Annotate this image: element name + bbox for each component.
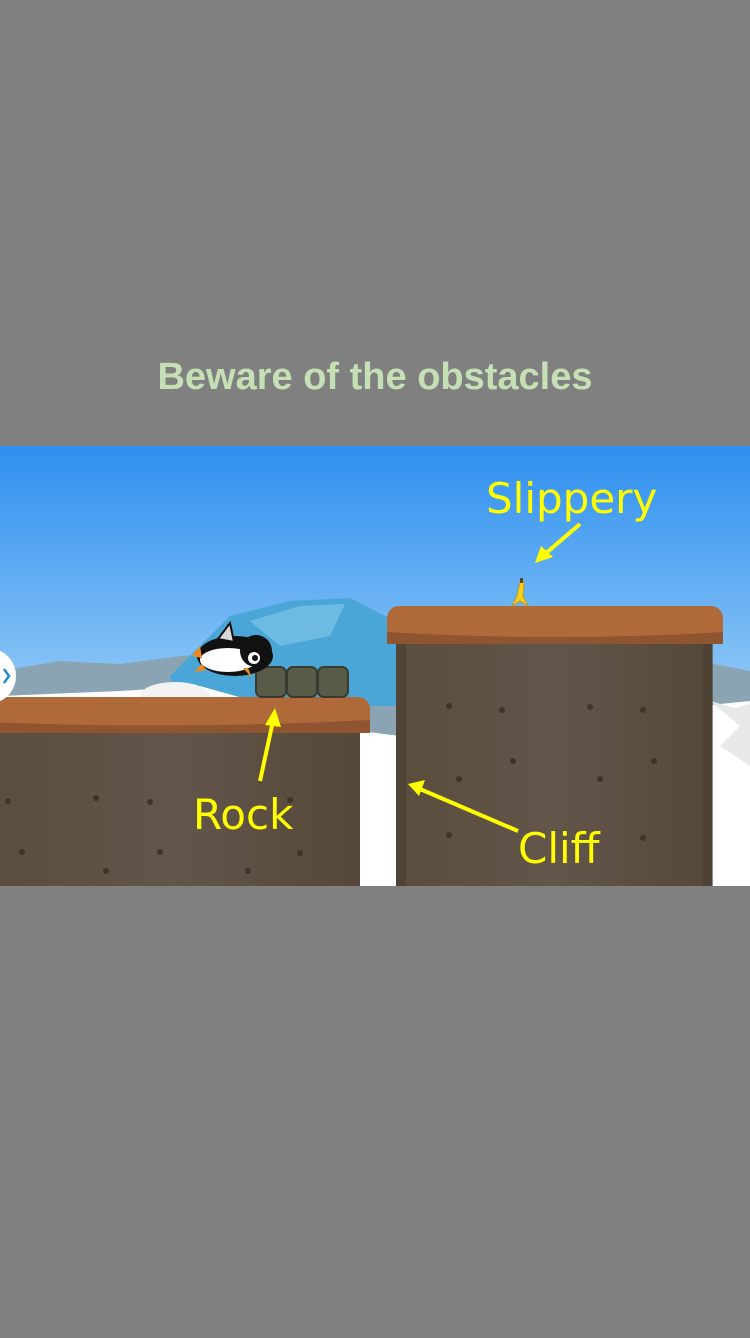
right-platform-top <box>387 606 723 642</box>
penguin-icon <box>192 620 273 678</box>
left-platform-dirt <box>0 726 360 886</box>
game-scene[interactable]: Slippery Rock Cliff <box>0 446 750 886</box>
slippery-label: Slippery <box>486 474 658 523</box>
iceberg <box>170 598 440 706</box>
annotation-arrows <box>258 522 582 833</box>
banana-peel-icon <box>510 578 530 608</box>
chevron-right-icon <box>0 650 16 702</box>
rock-block-icon <box>255 666 349 698</box>
right-platform-dirt <box>396 641 712 886</box>
game-scene-art <box>0 446 750 886</box>
screen-headline: Beware of the obstacles <box>157 356 593 398</box>
cliff-label: Cliff <box>518 824 600 873</box>
rock-label: Rock <box>193 790 294 839</box>
